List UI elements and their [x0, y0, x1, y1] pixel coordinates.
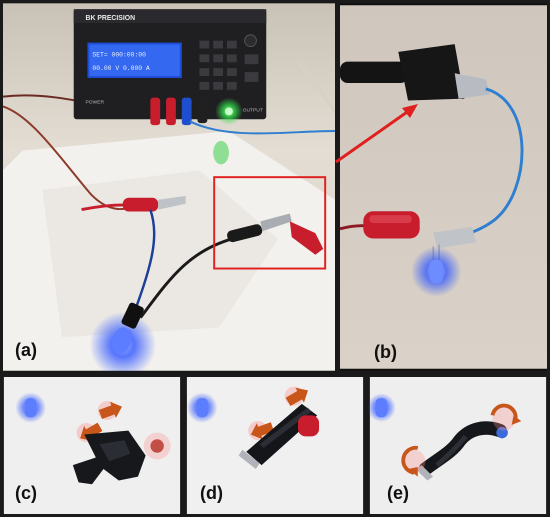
panel-label-d: (d) — [200, 483, 223, 503]
output-label: OUTPUT — [243, 107, 263, 113]
highlight-box — [213, 176, 327, 270]
panel-label-b: (b) — [374, 342, 397, 362]
black-clip-pair — [340, 44, 490, 101]
orange-arrow-d2 — [248, 421, 275, 441]
curved-arrow-e2 — [401, 445, 426, 477]
blue-led-c — [15, 392, 47, 423]
red-terminal — [150, 97, 161, 126]
panel-c-photo — [3, 377, 181, 514]
red-alligator-clip-box — [289, 221, 324, 255]
orange-arrow-c1 — [97, 400, 122, 421]
panel-a-photo: BK PRECISION SET= 000:00:00 00.00 V 0.00… — [3, 3, 335, 371]
rolled-sample-d — [238, 403, 320, 469]
curved-arrow-e1 — [490, 403, 522, 431]
orange-arrow-d1 — [284, 386, 308, 407]
brand-text: BK PRECISION — [86, 15, 136, 22]
panel-b: (b) — [337, 0, 550, 374]
panel-e-photo — [369, 377, 547, 514]
panel-label-c: (c) — [15, 483, 37, 503]
red-alligator-clip-b — [340, 211, 420, 239]
blue-led-e — [369, 393, 396, 423]
silver-clip — [433, 226, 477, 249]
panel-a: BK PRECISION SET= 000:00:00 00.00 V 0.00… — [0, 0, 338, 374]
red-alligator-clip-a — [81, 195, 186, 212]
panel-label-e: (e) — [387, 483, 409, 503]
black-alligator-clip — [227, 213, 292, 243]
black-terminal — [197, 97, 208, 124]
lcd-line2: 00.00 V 0.000 A — [92, 65, 150, 72]
lcd-line1: SET= 000:00:00 — [92, 51, 146, 58]
blue-led-b — [410, 246, 462, 297]
blue-terminal — [181, 97, 192, 126]
panel-e: (e) — [366, 374, 550, 517]
blue-led-a — [89, 302, 157, 371]
panel-b-photo — [340, 5, 547, 369]
twisted-sample-e — [415, 421, 508, 481]
panel-d: (d) — [183, 374, 367, 517]
power-supply: BK PRECISION SET= 000:00:00 00.00 V 0.00… — [73, 9, 267, 126]
panel-c: (c) — [0, 374, 184, 517]
panel-d-photo — [186, 377, 364, 514]
blue-led-d — [186, 392, 218, 423]
power-label: POWER — [86, 100, 105, 106]
dial-knob — [244, 34, 257, 48]
panel-label-a: (a) — [15, 340, 37, 360]
crumpled-sample-c — [72, 430, 171, 485]
keypad — [199, 40, 259, 90]
